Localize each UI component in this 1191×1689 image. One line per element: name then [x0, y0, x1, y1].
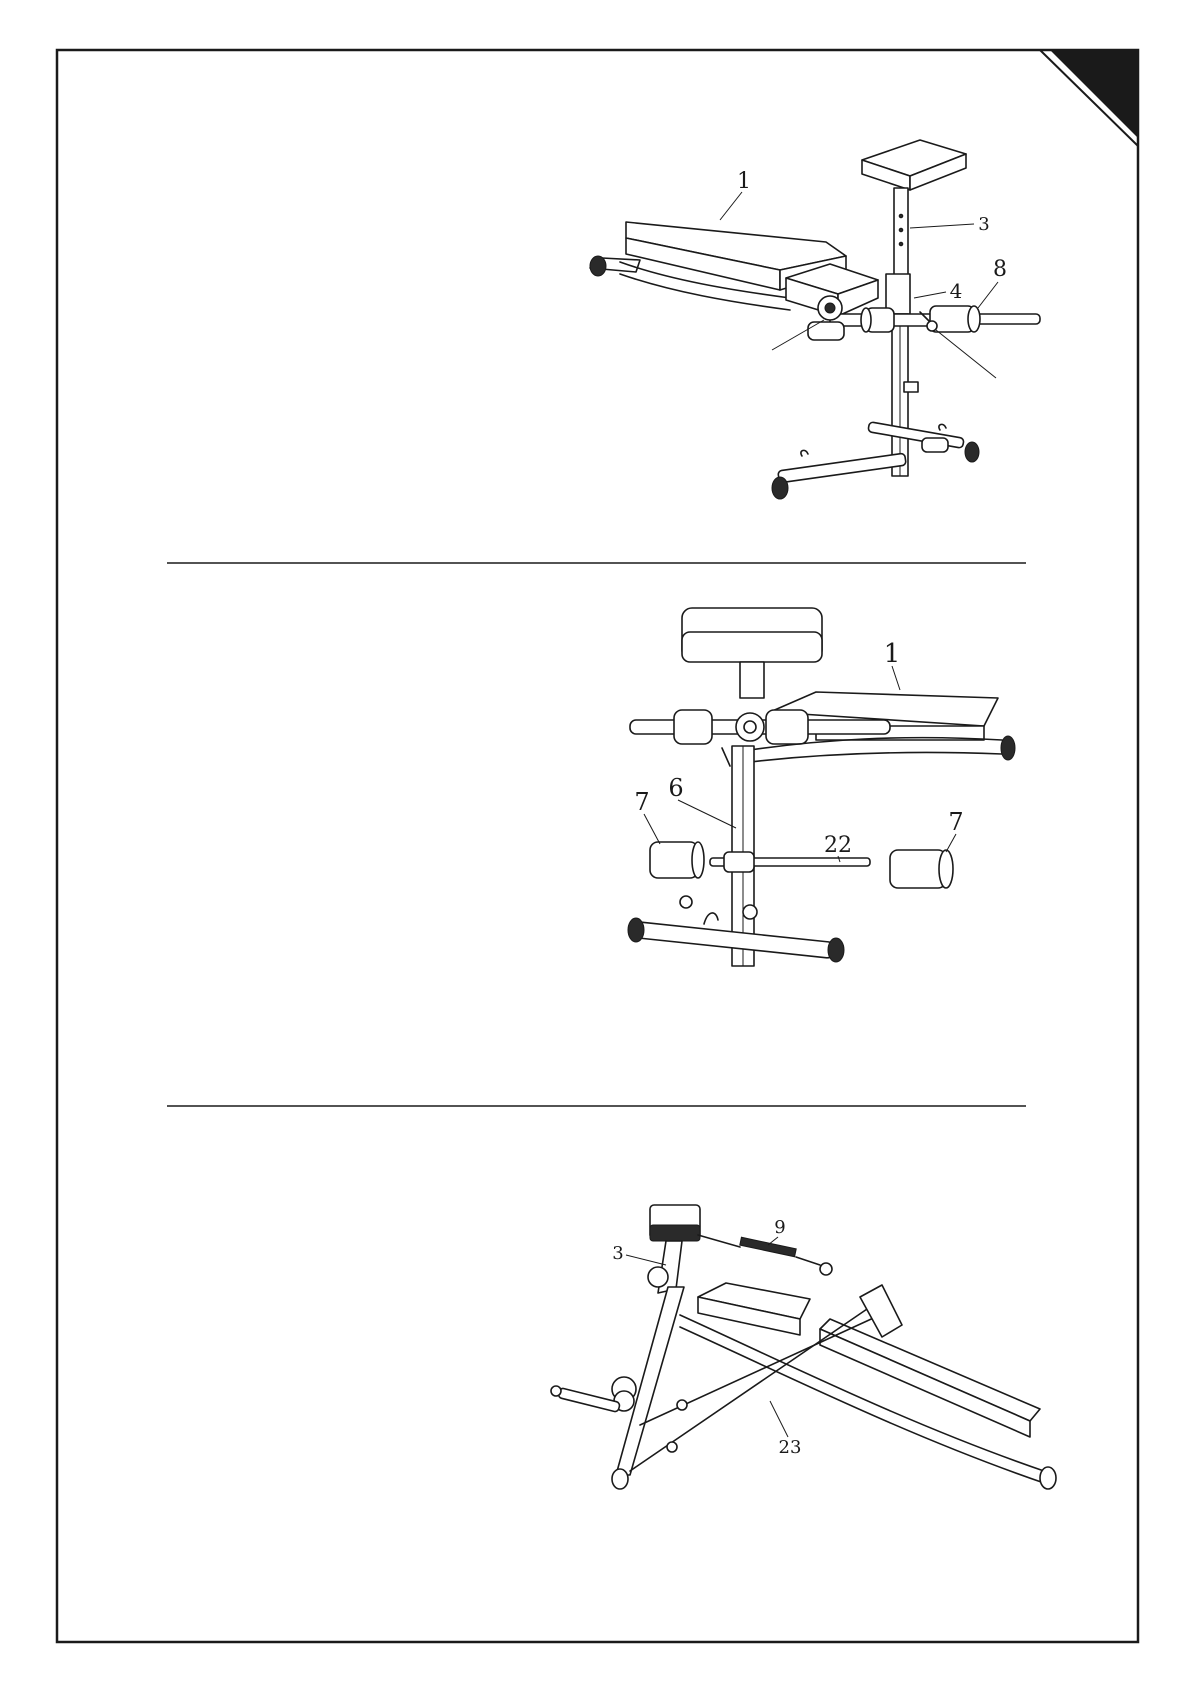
label-foam-roller-left: 7: [634, 788, 649, 816]
label-resistance-band: 9: [774, 1217, 785, 1238]
upright-post: [894, 188, 908, 276]
callout-foam-roller-right: 7: [946, 808, 964, 852]
label-seat-pad: 1: [884, 639, 901, 669]
foam-roller-left: [650, 842, 704, 878]
assembly-figure-step-2: 1 6 7 22 7: [600, 590, 1040, 1030]
label-foam-roller-right: 7: [948, 808, 963, 836]
label-upright-post: 3: [612, 1243, 623, 1264]
front-post: [886, 274, 918, 476]
preacher-pad: [650, 1205, 700, 1241]
label-seat-pad: 1: [737, 169, 751, 194]
assembly-figure-step-1: 1 3 4 8: [580, 130, 1060, 530]
corner-tab-marker: [1050, 50, 1138, 138]
seat-pad: [820, 1319, 1040, 1437]
rear-pad: [860, 1285, 902, 1337]
callout-resistance-band: 9: [768, 1217, 786, 1245]
callout-upright-post: 3: [910, 214, 990, 235]
callout-leader-pin: [936, 330, 996, 378]
side-handle: [551, 1386, 620, 1412]
resistance-band: [698, 1235, 832, 1275]
label-foam-roller: 8: [993, 257, 1007, 282]
label-front-post: 4: [950, 279, 963, 303]
callout-upright-post: 3: [612, 1243, 666, 1265]
base-tube-front: [772, 422, 979, 499]
preacher-pad: [682, 608, 822, 698]
label-cable: 23: [779, 1437, 802, 1458]
callout-seat-pad: 1: [720, 169, 751, 220]
foam-roller-right: [890, 850, 953, 888]
back-pad: [698, 1283, 810, 1335]
preacher-pad: [862, 140, 966, 190]
label-roller-bar: 22: [824, 833, 852, 858]
callout-foam-roller: 8: [978, 257, 1007, 308]
label-leg-post: 6: [668, 774, 683, 802]
callout-roller-bar: 22: [824, 833, 852, 862]
callout-leg-post: 6: [668, 774, 736, 828]
callout-front-post: 4: [914, 279, 962, 303]
callout-seat-pad: 1: [884, 639, 901, 690]
callout-cable: 23: [770, 1401, 801, 1458]
label-upright-post: 3: [978, 214, 989, 235]
base-feet: [612, 1469, 628, 1489]
assembly-figure-step-3: 3 9 23: [530, 1175, 1070, 1505]
callout-foam-roller-left: 7: [634, 788, 660, 844]
